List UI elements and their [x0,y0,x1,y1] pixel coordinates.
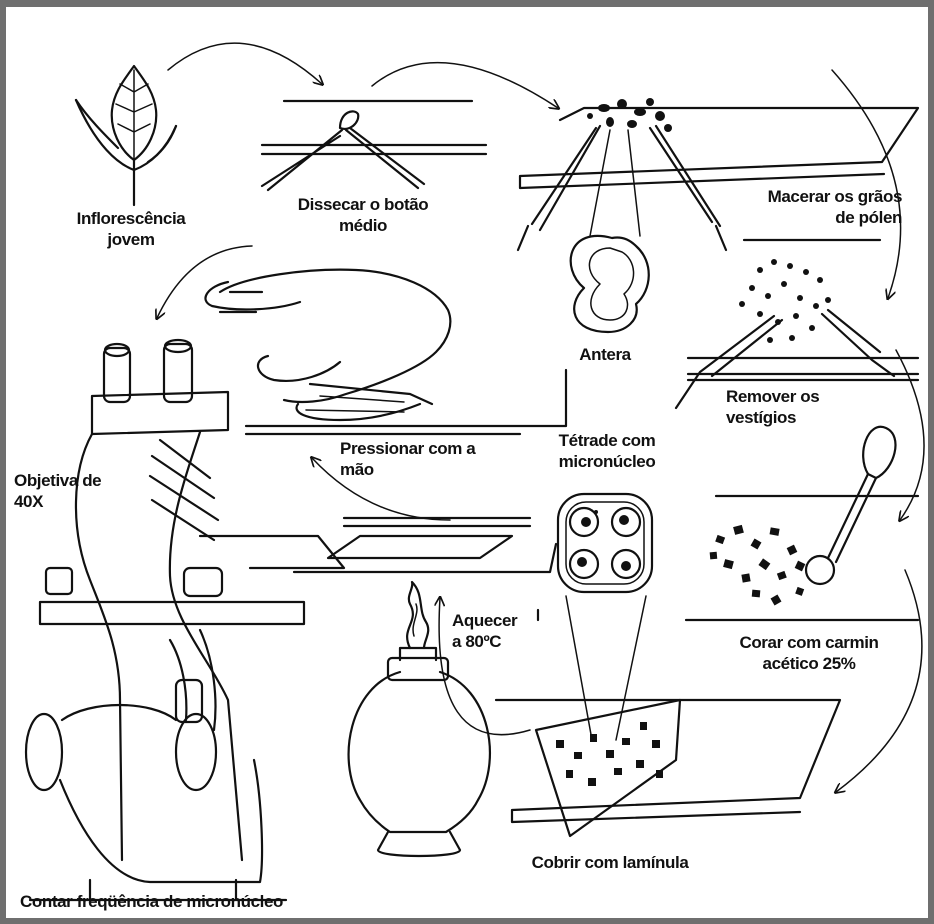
label-young-inflorescence: Inflorescência jovem [26,208,236,250]
stain-drawing [686,427,918,620]
stained-cells [710,525,806,606]
arrow-to-cover [836,570,922,792]
dissect-drawing [262,101,486,190]
label-macerate: Macerar os grãos de pólen [704,186,902,228]
tetrad-drawing [558,494,652,592]
heated-slide-drawing [294,518,556,572]
anther-shape [571,236,649,332]
arrow-to-dissect [168,43,322,84]
label-count-micronuclei: Contar freqüência de micronúcleo [20,891,380,912]
label-dissect: Dissecar o botão médio [268,194,458,236]
inflorescence-drawing [76,66,176,205]
arrow-to-microscope [157,246,252,318]
debris-cloud [739,259,831,343]
label-objective: Objetiva de 40X [14,470,144,512]
label-heat: Aquecer a 80ºC [452,610,542,652]
label-remove-debris: Remover os vestígios [726,386,886,428]
press-drawing [205,270,566,434]
label-cover: Cobrir com lamínula [490,852,730,873]
coverslip [536,700,680,836]
covered-cells [556,722,663,786]
label-stain: Corar com carmin acético 25% [704,632,914,674]
arrow-to-stain [896,350,924,520]
microscope-drawing [26,340,344,900]
label-press: Pressionar com a mão [340,438,540,480]
arrow-to-remove [832,70,901,298]
label-anther: Antera [560,344,650,365]
label-tetrad: Tétrade com micronúcleo [522,430,692,472]
